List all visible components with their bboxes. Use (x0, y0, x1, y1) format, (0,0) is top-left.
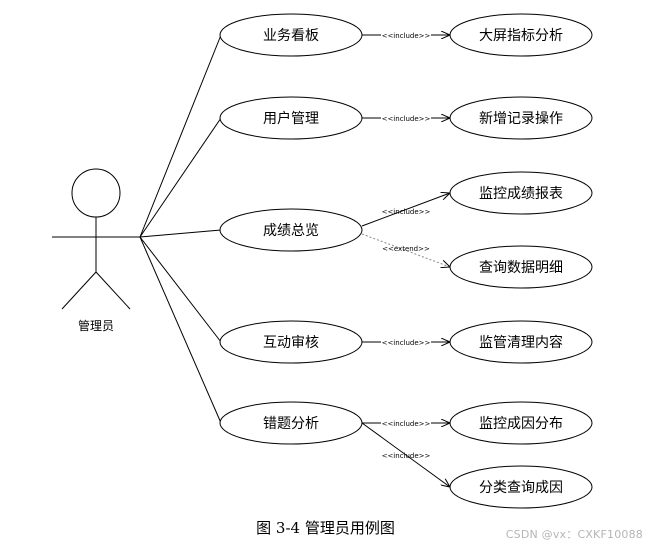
actor-right-leg (95, 271, 131, 310)
use-case-add-record: 新增记录操作 (449, 96, 593, 140)
use-case-query-detail: 查询数据明细 (449, 245, 593, 289)
use-case-add-record-label: 新增记录操作 (479, 111, 563, 127)
use-case-grade-overview: 成绩总览 (219, 208, 363, 252)
use-case-monitor-cleanup: 监管清理内容 (449, 320, 593, 364)
use-case-query-cause-label: 分类查询成因 (479, 480, 563, 496)
use-case-monitor-grade-report: 监控成绩报表 (449, 171, 593, 215)
actor-head (71, 168, 121, 218)
actor-left-leg (61, 271, 97, 310)
actor-label: 管理员 (78, 318, 114, 333)
figure-caption: 图 3-4 管理员用例图 (256, 519, 395, 537)
use-case-interactive-review-label: 互动审核 (263, 335, 319, 351)
watermark: CSDN @vx：CXKF10088 (505, 528, 643, 541)
assoc-user-mgmt (139, 117, 222, 238)
stereotype-labels: <<include>> <<include>> <<include>> <<ex… (381, 30, 431, 460)
use-case-interactive-review: 互动审核 (219, 320, 363, 364)
assoc-interactive-review (139, 236, 222, 343)
stereotype-extend: <<extend>> (382, 245, 430, 253)
use-case-user-mgmt: 用户管理 (219, 96, 363, 140)
include-line-error-analysis-query (361, 422, 450, 487)
use-case-grade-overview-label: 成绩总览 (263, 223, 319, 239)
stereotype-include-2: <<include>> (382, 115, 431, 123)
use-case-dashboard-label: 业务看板 (263, 28, 319, 44)
use-case-monitor-cause: 监控成因分布 (449, 401, 593, 445)
stereotype-include-1: <<include>> (382, 32, 431, 40)
assoc-error-analysis (139, 236, 222, 424)
use-case-query-cause: 分类查询成因 (449, 465, 593, 509)
use-case-bigscreen-analysis-label: 大屏指标分析 (479, 28, 563, 44)
use-case-bigscreen-analysis: 大屏指标分析 (449, 13, 593, 57)
use-case-monitor-cause-label: 监控成因分布 (479, 416, 563, 432)
use-case-monitor-cleanup-label: 监管清理内容 (479, 334, 563, 351)
use-case-error-analysis-label: 错题分析 (263, 416, 319, 432)
use-case-dashboard: 业务看板 (219, 13, 363, 57)
stereotype-include-4: <<include>> (382, 339, 431, 347)
use-case-query-detail-label: 查询数据明细 (479, 260, 563, 276)
actor-admin: 管理员 (52, 168, 140, 333)
stereotype-include-6: <<include>> (382, 452, 431, 460)
use-case-error-analysis: 错题分析 (219, 401, 363, 445)
include-line-grade-overview (361, 193, 450, 227)
use-case-user-mgmt-label: 用户管理 (263, 110, 319, 127)
use-case-monitor-grade-report-label: 监控成绩报表 (479, 186, 563, 202)
stereotype-include-5: <<include>> (382, 420, 431, 428)
assoc-dashboard (139, 34, 222, 238)
assoc-grade-overview (139, 229, 222, 238)
associations (139, 34, 222, 424)
stereotype-include-3: <<include>> (382, 208, 431, 216)
